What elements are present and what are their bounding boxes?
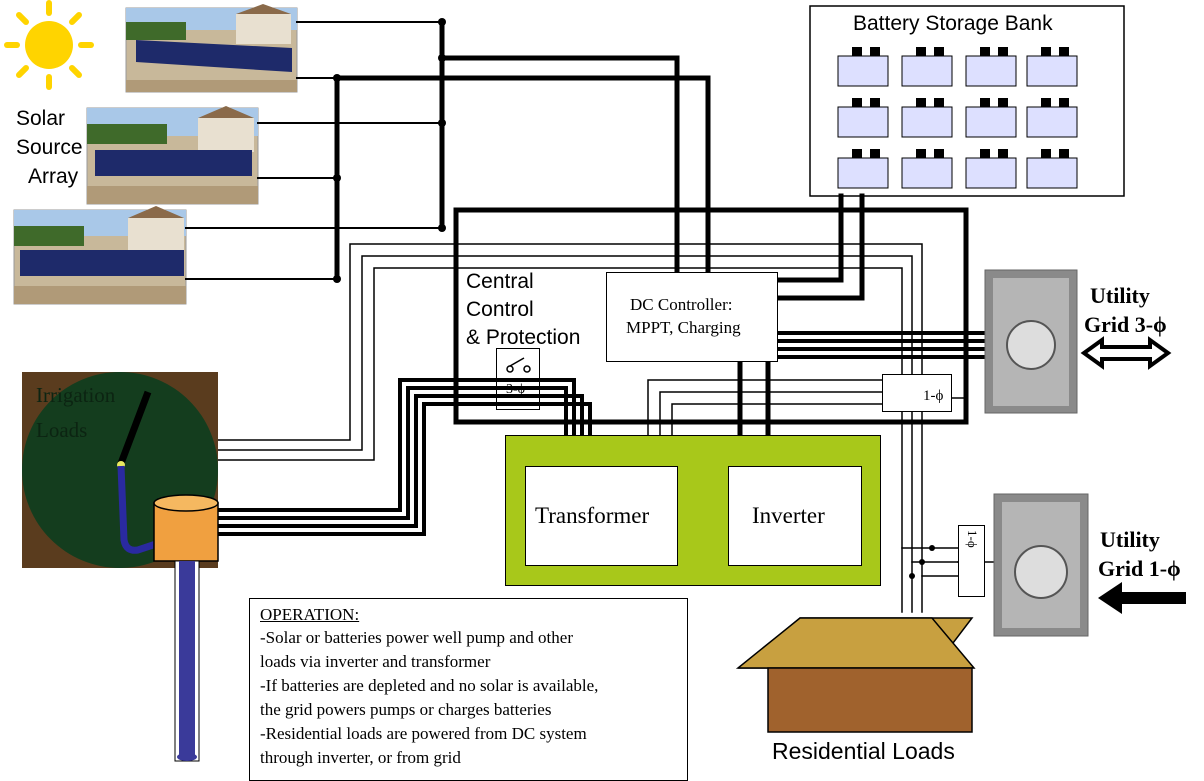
left-arrow-icon — [1098, 582, 1186, 614]
sun-icon — [7, 3, 91, 87]
operation-line-5: -Residential loads are powered from DC s… — [260, 722, 687, 746]
operation-line-4: the grid powers pumps or charges batteri… — [260, 698, 687, 722]
battery-bank-title: Battery Storage Bank — [853, 12, 1053, 36]
utility-1phase-label-line2: Grid 1-ϕ — [1098, 556, 1181, 581]
solar-panel-photo-1 — [126, 4, 297, 92]
inverter-label: Inverter — [752, 503, 825, 529]
solar-array-label-line3: Array — [28, 165, 78, 189]
solar-array-label-line2: Source — [16, 136, 83, 160]
irrigation-label-line2: Loads — [36, 418, 87, 442]
operation-line-3: -If batteries are depleted and no solar … — [260, 674, 687, 698]
utility-3phase-label-line2: Grid 3-ϕ — [1084, 312, 1167, 337]
utility-meter-1phase — [994, 494, 1088, 636]
well-pipe — [175, 561, 199, 761]
utility-1phase-label-line1: Utility — [1100, 527, 1160, 552]
bidirectional-arrow-icon — [1084, 340, 1168, 366]
central-control-label-line3: & Protection — [466, 326, 580, 350]
irrigation-label-line1: Irrigation — [36, 383, 115, 407]
utility-meter-3phase — [985, 270, 1077, 413]
pump-tank — [154, 495, 218, 561]
solar-panel-photo-3 — [14, 206, 186, 304]
central-control-label-line2: Control — [466, 298, 534, 322]
residential-loads-label: Residential Loads — [772, 738, 955, 764]
dc-controller-label-line2: MPPT, Charging — [626, 318, 741, 338]
utility-3phase-label-line1: Utility — [1090, 283, 1150, 308]
switch-3phase-label: 3-ϕ — [506, 382, 525, 398]
solar-array-label-line1: Solar — [16, 107, 65, 131]
solar-panel-photo-2 — [87, 106, 258, 204]
house-icon — [738, 618, 974, 732]
operation-line-2: loads via inverter and transformer — [260, 650, 687, 674]
transformer-label: Transformer — [535, 503, 649, 529]
switch-1phase-b-label: 1-ϕ — [964, 530, 979, 548]
dc-controller-box — [606, 272, 778, 362]
operation-title: OPERATION: — [260, 603, 687, 626]
switch-3phase-box — [496, 348, 540, 410]
operation-notes-box: OPERATION: -Solar or batteries power wel… — [249, 598, 688, 781]
dc-controller-label-line1: DC Controller: — [630, 295, 732, 315]
operation-line-6: through inverter, or from grid — [260, 746, 687, 770]
central-control-label-line1: Central — [466, 270, 534, 294]
operation-line-1: -Solar or batteries power well pump and … — [260, 626, 687, 650]
switch-1phase-a-label: 1-ϕ — [923, 388, 943, 405]
